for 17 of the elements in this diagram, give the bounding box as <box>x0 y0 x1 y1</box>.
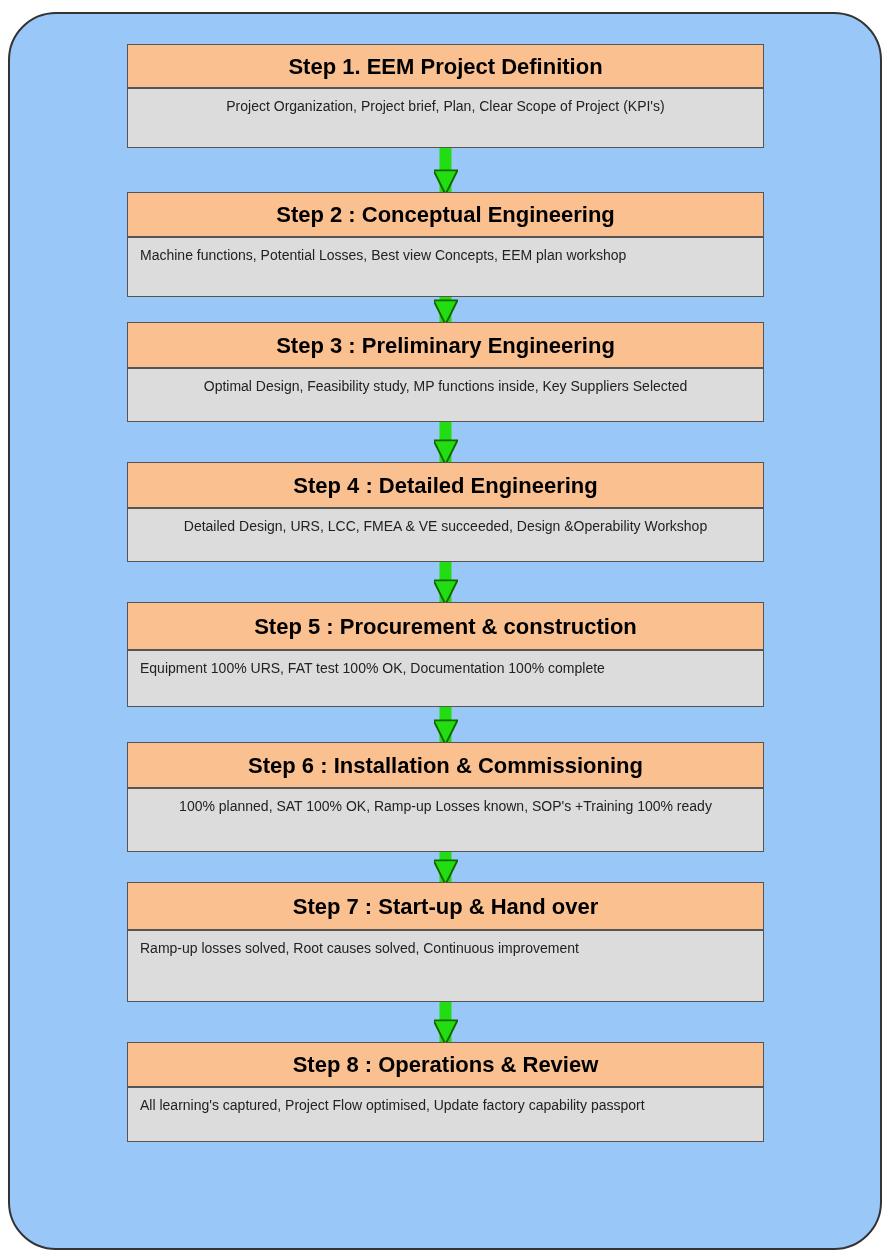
step-description: All learning's captured, Project Flow optimised, Update factory capability passport <box>127 1087 764 1142</box>
step-description: Detailed Design, URS, LCC, FMEA & VE succeeded, Design &Operability Workshop <box>127 508 764 562</box>
step-header: Step 1. EEM Project Definition <box>127 44 764 88</box>
step-header: Step 7 : Start-up & Hand over <box>127 882 764 930</box>
step-description: Project Organization, Project brief, Plan, Clear Scope of Project (KPI's) <box>127 88 764 148</box>
step-description: Ramp-up losses solved, Root causes solved, Continuous improvement <box>127 930 764 1002</box>
step-header: Step 3 : Preliminary Engineering <box>127 322 764 368</box>
panel-background <box>8 12 882 1250</box>
step-description: Optimal Design, Feasibility study, MP functions inside, Key Suppliers Selected <box>127 368 764 422</box>
step-description: Equipment 100% URS, FAT test 100% OK, Documentation 100% complete <box>127 650 764 707</box>
step-description: Machine functions, Potential Losses, Best view Concepts, EEM plan workshop <box>127 237 764 297</box>
step-header: Step 8 : Operations & Review <box>127 1042 764 1087</box>
step-description: 100% planned, SAT 100% OK, Ramp-up Losses known, SOP's +Training 100% ready <box>127 788 764 852</box>
step-header: Step 4 : Detailed Engineering <box>127 462 764 508</box>
step-header: Step 6 : Installation & Commissioning <box>127 742 764 788</box>
step-header: Step 5 : Procurement & construction <box>127 602 764 650</box>
step-header: Step 2 : Conceptual Engineering <box>127 192 764 237</box>
